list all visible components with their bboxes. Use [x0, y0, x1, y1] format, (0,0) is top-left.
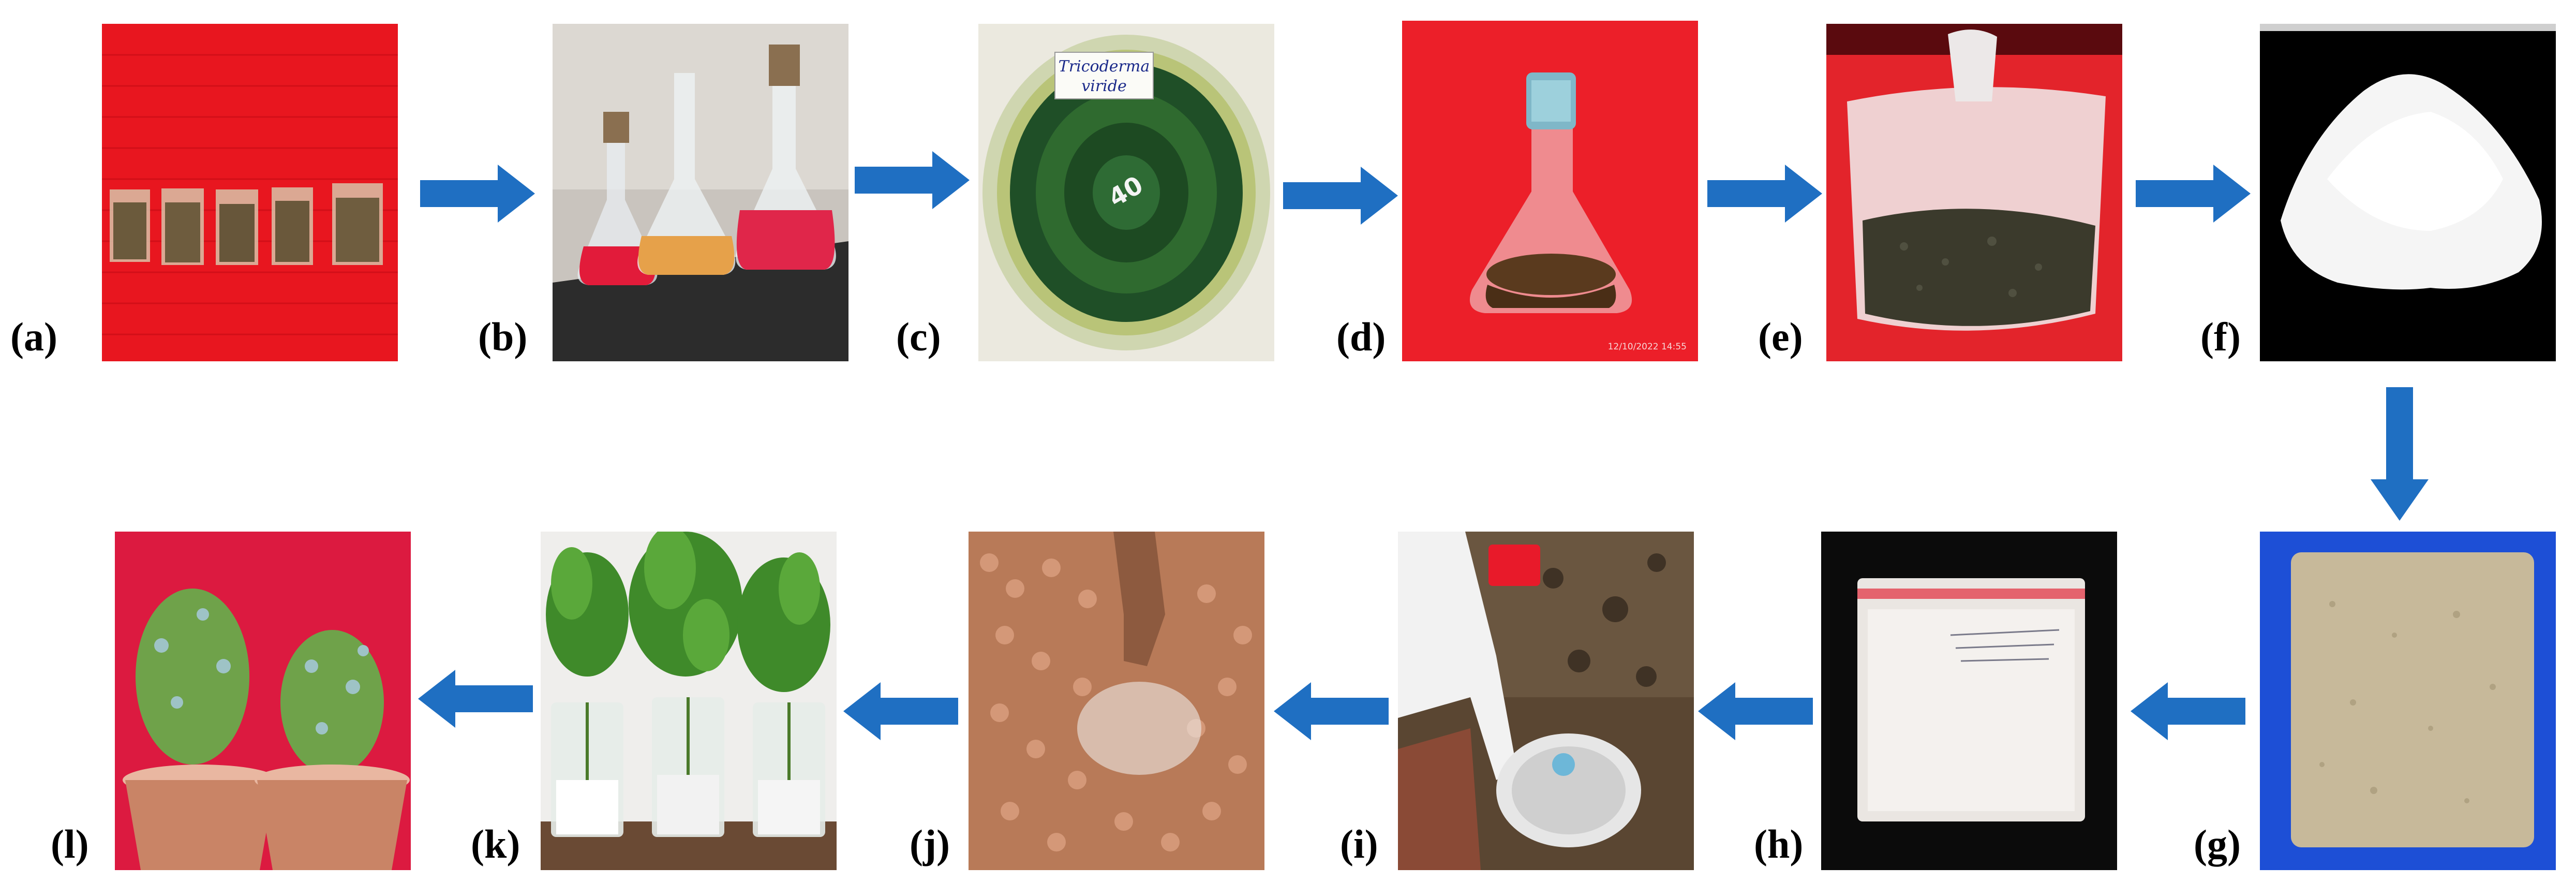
- panel-b-label: (b): [478, 314, 528, 359]
- panel-h-label: (h): [1754, 821, 1804, 866]
- arrow-left-icon: [1698, 682, 1813, 740]
- panel-h-image: [1821, 532, 2117, 870]
- panel-d-label: (d): [1336, 314, 1386, 359]
- panel-d-timestamp: 12/10/2022 14:55: [1607, 342, 1687, 352]
- panel-d-image: 12/10/2022 14:55: [1402, 21, 1698, 361]
- panel-l-label: (l): [51, 821, 89, 866]
- panel-i-image: [1398, 532, 1694, 870]
- arrow-down-icon: [2371, 387, 2429, 521]
- panel-c-label: (c): [896, 314, 941, 359]
- panel-a-label: (a): [10, 314, 57, 359]
- panel-e-image: [1826, 24, 2122, 361]
- arrow-right-icon: [855, 151, 970, 209]
- panel-k-image: [541, 532, 837, 870]
- arrow-right-icon: [1283, 167, 1398, 225]
- arrow-left-icon: [2131, 682, 2245, 740]
- arrow-left-icon: [418, 670, 533, 728]
- svg-text:Tricoderma: Tricoderma: [1059, 57, 1150, 76]
- arrow-left-icon: [1274, 682, 1389, 740]
- panel-k-label: (k): [471, 821, 520, 866]
- panel-j-image: [969, 532, 1264, 870]
- panel-c-image: Tricoderma viride 40: [978, 24, 1274, 361]
- arrow-right-icon: [1707, 165, 1822, 223]
- arrow-left-icon: [843, 682, 958, 740]
- panel-b-image: [553, 24, 848, 361]
- panel-f-image: [2260, 24, 2556, 361]
- panel-e-label: (e): [1758, 314, 1803, 359]
- panel-a-image: [102, 24, 398, 361]
- panel-j-label: (j): [910, 821, 950, 866]
- panel-g-label: (g): [2194, 821, 2241, 866]
- panel-g-image: [2260, 532, 2556, 870]
- panel-f-label: (f): [2200, 314, 2241, 359]
- panel-i-label: (i): [1340, 821, 1378, 866]
- panel-l-image: [115, 532, 411, 870]
- arrow-right-icon: [420, 165, 535, 223]
- svg-text:viride: viride: [1081, 77, 1126, 95]
- arrow-right-icon: [2136, 165, 2251, 223]
